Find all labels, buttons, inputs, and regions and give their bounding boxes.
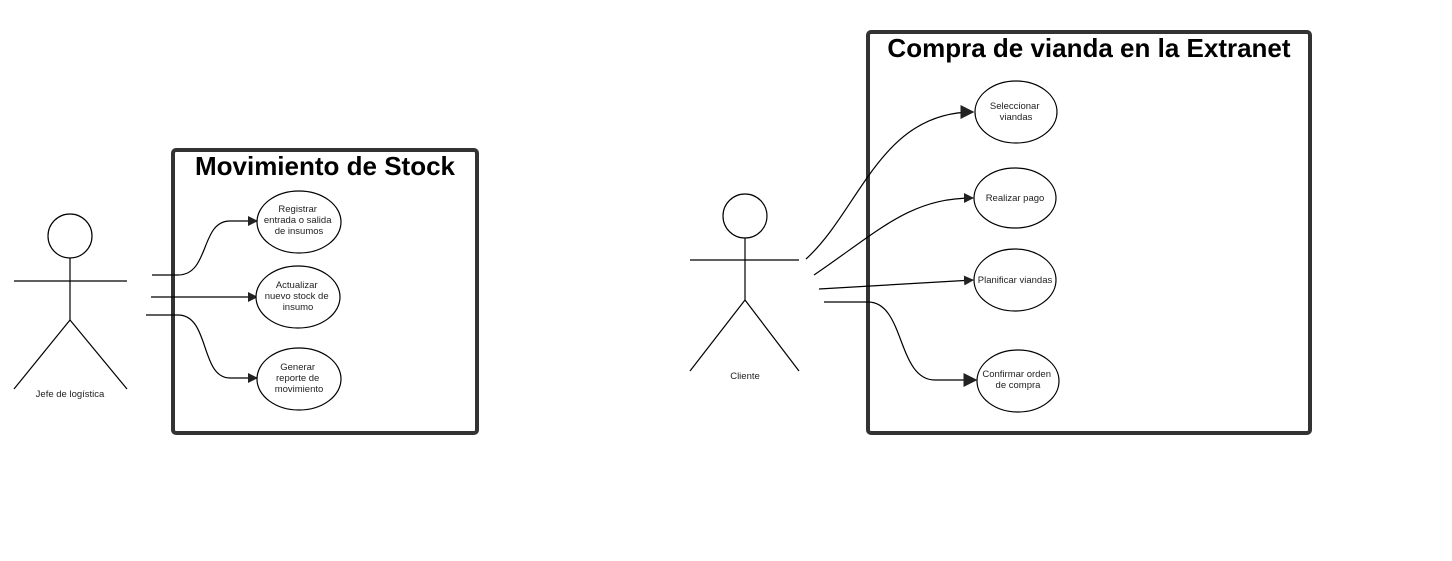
association-realizar-pago [813,193,974,276]
actor-cliente: Cliente [689,193,800,382]
use-case-line: Generar [280,362,315,373]
use-case-ellipse [256,190,342,254]
use-case-line: Seleccionar [990,101,1040,112]
diagram-title: Movimiento de Stock [195,151,456,181]
use-case-actualizar: Actualizar nuevo stock de insumo [255,265,341,329]
actor-label: Jefe de logística [36,389,105,400]
actor-left-leg [13,319,71,390]
actor-head [722,193,768,239]
use-case-label: Registrar entrada o salida de insumos [264,204,334,237]
use-case-label: Confirmar orden de compra [982,369,1053,391]
use-case-label: Realizar pago [986,193,1045,204]
use-case-seleccionar: Seleccionar viandas [974,80,1058,144]
diagram-movimiento-stock: Movimiento de Stock Jefe de logística Re… [13,148,479,435]
use-case-label: Planificar viandas [978,275,1053,286]
use-case-ellipse [976,349,1060,413]
use-case-line: Registrar [278,204,317,215]
use-case-ellipse [255,265,341,329]
system-boundary-compra [866,30,1312,435]
actor-left-leg [689,299,746,372]
diagram-title: Compra de vianda en la Extranet [887,33,1290,63]
use-case-label: Seleccionar viandas [990,101,1042,123]
use-case-generar: Generar reporte de movimiento [256,347,342,411]
association-registrar [152,216,258,276]
use-case-line: entrada o salida [264,215,332,226]
use-case-line: movimiento [275,384,324,395]
system-boundary-stock [171,148,479,435]
diagram-compra-vianda: Compra de vianda en la Extranet Cliente … [689,30,1312,435]
use-case-ellipse [974,80,1058,144]
actor-jefe-logistica: Jefe de logística [13,213,128,400]
use-case-line: insumo [283,302,314,313]
use-case-line: Realizar pago [986,193,1045,204]
use-case-line: Confirmar orden [982,369,1051,380]
use-case-confirmar: Confirmar orden de compra [976,349,1060,413]
actor-label: Cliente [730,371,760,382]
use-case-line: nuevo stock de [265,291,329,302]
use-case-line: de compra [996,380,1042,391]
use-case-ellipse [973,248,1057,312]
actor-right-leg [744,299,800,372]
actor-head [47,213,93,259]
use-case-line: de insumos [275,226,324,237]
use-case-ellipse [256,347,342,411]
use-case-realizar-pago: Realizar pago [973,167,1057,229]
use-case-line: viandas [1000,112,1033,123]
use-case-label: Generar reporte de movimiento [275,362,324,395]
association-planificar [818,275,974,290]
association-seleccionar [805,105,975,260]
use-case-line: Planificar viandas [978,275,1053,286]
use-case-registrar: Registrar entrada o salida de insumos [256,190,342,254]
use-case-line: reporte de [276,373,319,384]
use-case-planificar: Planificar viandas [973,248,1057,312]
use-case-ellipse [973,167,1057,229]
use-case-label: Actualizar nuevo stock de insumo [265,280,332,313]
association-generar [146,314,258,383]
association-confirmar [824,301,978,387]
use-case-line: Actualizar [276,280,318,291]
actor-right-leg [69,319,128,390]
